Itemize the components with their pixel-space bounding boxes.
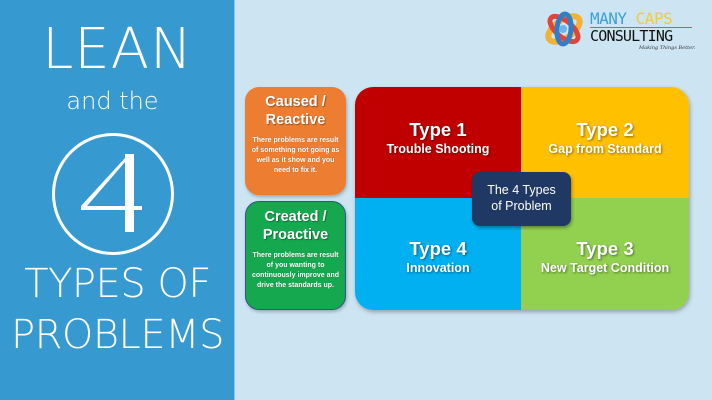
caused-reactive-box: Caused / Reactive There problems are res… (245, 87, 346, 195)
center-label-box: The 4 Types of Problem (472, 172, 571, 226)
number-four-circle-icon (52, 133, 174, 255)
created-proactive-box: Created / Proactive There problems are r… (245, 201, 346, 310)
logo-swirl-icon (545, 11, 583, 47)
created-proactive-title-2: Proactive (262, 227, 329, 243)
title-types-of: TYPES OF (24, 261, 211, 307)
quadrant-type-label: Type 1 (409, 119, 467, 140)
title-panel: LEAN and the TYPES OF PROBLEMS (0, 0, 235, 400)
quadrant-type-label: Type 3 (576, 238, 634, 259)
logo-consulting: CONSULTING (590, 27, 673, 45)
title-problems: PROBLEMS (10, 312, 225, 358)
logo-many: MANY (590, 9, 627, 28)
logo-divider (590, 27, 692, 28)
logo-tagline: Making Things Better. (639, 45, 696, 51)
quadrant-type-name: Innovation (406, 261, 470, 275)
title-lean: LEAN (42, 17, 193, 82)
caused-reactive-title-2: Reactive (265, 112, 326, 128)
quadrant-type-name: Gap from Standard (548, 142, 662, 156)
caused-reactive-title-1: Caused / (265, 94, 326, 110)
logo-caps: CAPS (635, 9, 673, 28)
created-proactive-description: There problems are result of you wanting… (251, 252, 340, 289)
title-and-the: and the (66, 87, 159, 115)
caused-reactive-description: There problems are result of something n… (251, 137, 340, 174)
quadrant-type-name: Trouble Shooting (386, 142, 490, 156)
created-proactive-title-1: Created / (264, 209, 327, 225)
quadrant-type-2: Type 2 Gap from Standard (521, 87, 689, 198)
quadrant-type-label: Type 2 (576, 119, 634, 140)
quadrant-type-label: Type 4 (409, 238, 467, 259)
center-label-line-2: of Problem (491, 199, 552, 213)
center-label-line-1: The 4 Types (487, 183, 556, 197)
quadrant-type-name: New Target Condition (540, 261, 670, 275)
many-caps-consulting-logo: MANY CAPS CONSULTING Making Things Bette… (543, 8, 703, 54)
